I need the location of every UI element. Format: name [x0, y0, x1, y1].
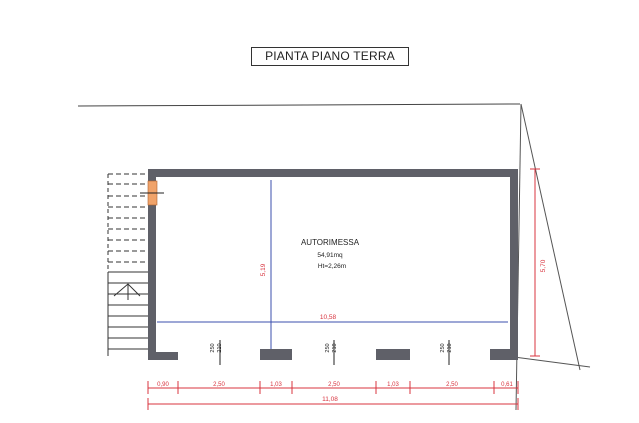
staircase [107, 173, 148, 356]
outer-height-label: 5,70 [540, 259, 547, 272]
opening-3-width: 250 [440, 343, 446, 352]
opening-markers [219, 340, 450, 365]
segment-label: 2,50 [213, 382, 225, 388]
boundary-line-diagonal [520, 103, 581, 371]
boundary-line-top [77, 103, 521, 107]
plan-title: PIANTA PIANO TERRA [251, 47, 409, 66]
bottom-segment-dimensions [147, 381, 519, 394]
inner-width-label: 10,58 [320, 314, 337, 321]
segment-label: 1,03 [387, 382, 399, 388]
walls [148, 169, 518, 360]
segment-label: 0,90 [157, 382, 169, 388]
segment-label: 2,50 [328, 382, 340, 388]
wall-bottom-segment [148, 352, 178, 360]
total-width-label: 11,08 [322, 396, 338, 403]
opening-2-height: 210 [332, 343, 338, 352]
wall-bottom-segment [260, 349, 292, 360]
opening-3-height: 210 [447, 343, 453, 352]
segment-label: 0,61 [501, 382, 513, 388]
wall-right [510, 169, 518, 360]
segment-label: 1,03 [270, 382, 282, 388]
inner-height-label: 5,19 [260, 263, 267, 276]
room-height: Ht=2,26m [318, 263, 346, 270]
opening-1-width: 250 [210, 343, 216, 352]
room-area: 54,91mq [317, 252, 343, 259]
opening-2-width: 250 [325, 343, 331, 352]
wall-left [148, 169, 156, 360]
wall-bottom-segment [490, 349, 518, 360]
opening-1-height: 210 [217, 343, 223, 352]
boundary-line-bottom-right [513, 356, 591, 368]
room-name: AUTORIMESSA [301, 238, 360, 247]
segment-label: 2,50 [446, 382, 458, 388]
wall-bottom-segment [376, 349, 410, 360]
total-width-dimension [147, 398, 519, 410]
wall-top [148, 169, 518, 177]
